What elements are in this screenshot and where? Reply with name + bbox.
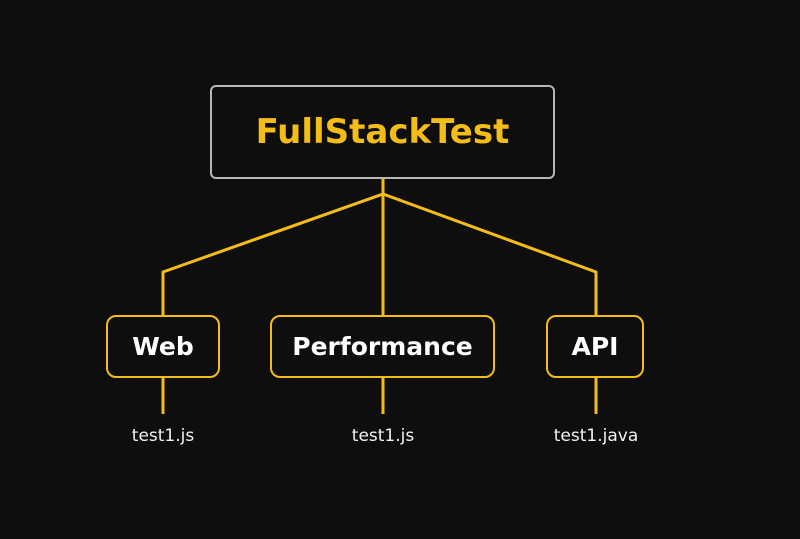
child-label-web: Web [132, 332, 194, 361]
file-label-performance: test1.js [351, 426, 415, 446]
child-label-api: API [571, 332, 619, 361]
connector-web [161, 192, 384, 315]
child-label-performance: Performance [292, 332, 473, 361]
child-node-api: API [546, 315, 644, 378]
connector-api [382, 192, 598, 315]
child-node-web: Web [106, 315, 220, 378]
child-node-performance: Performance [270, 315, 495, 378]
root-node: FullStackTest [210, 85, 555, 179]
file-label-api: test1.java [553, 426, 639, 446]
file-label-web: test1.js [131, 426, 195, 446]
root-label: FullStackTest [255, 112, 510, 152]
